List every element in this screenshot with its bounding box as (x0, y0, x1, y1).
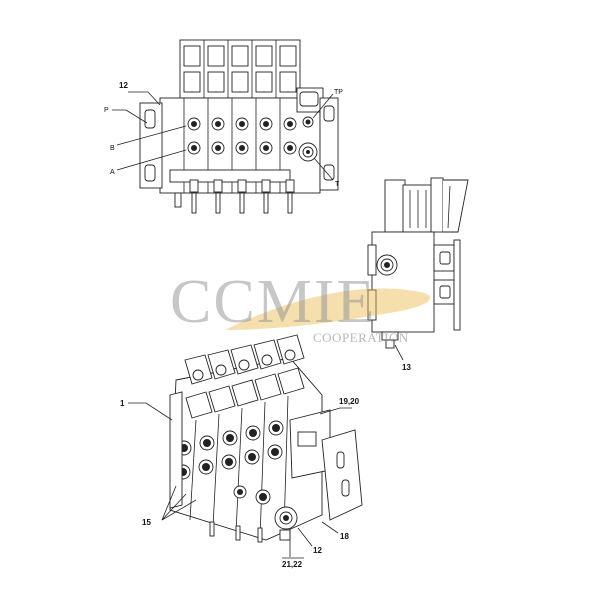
label-tp: TP (334, 89, 343, 96)
label-b: B (110, 145, 115, 152)
watermark: CCMIE COOPERATION (170, 268, 431, 345)
watermark-tagline: COOPERATION (313, 330, 409, 345)
a-port-row (187, 141, 297, 155)
iso-top-caps (184, 334, 305, 419)
label-12-top: 12 (119, 81, 128, 90)
label-t: T (335, 181, 340, 188)
iso-ports-upper (176, 420, 284, 456)
label-p: P (104, 107, 109, 114)
label-19-20: 19,20 (339, 397, 360, 406)
b-port-row (187, 117, 297, 131)
top-view: 12 P B A TP T (104, 39, 343, 214)
label-1: 1 (120, 399, 125, 408)
bottom-stems (174, 179, 295, 214)
label-13: 13 (402, 363, 411, 372)
iso-ports-lower (175, 444, 283, 505)
label-15: 15 (142, 518, 151, 527)
label-12-iso: 12 (313, 546, 322, 555)
top-caps (179, 39, 301, 99)
valve-body-side (371, 231, 435, 333)
label-21-22: 21,22 (282, 560, 303, 569)
watermark-brand: CCMIE (170, 268, 376, 336)
iso-mount-plate (321, 429, 363, 521)
label-18: 18 (340, 532, 349, 541)
side-view: 13 (367, 177, 469, 372)
iso-view: 1 19,20 15 18 12 21,22 (120, 334, 363, 569)
label-a: A (110, 169, 115, 176)
watermark-swoosh (225, 288, 431, 330)
